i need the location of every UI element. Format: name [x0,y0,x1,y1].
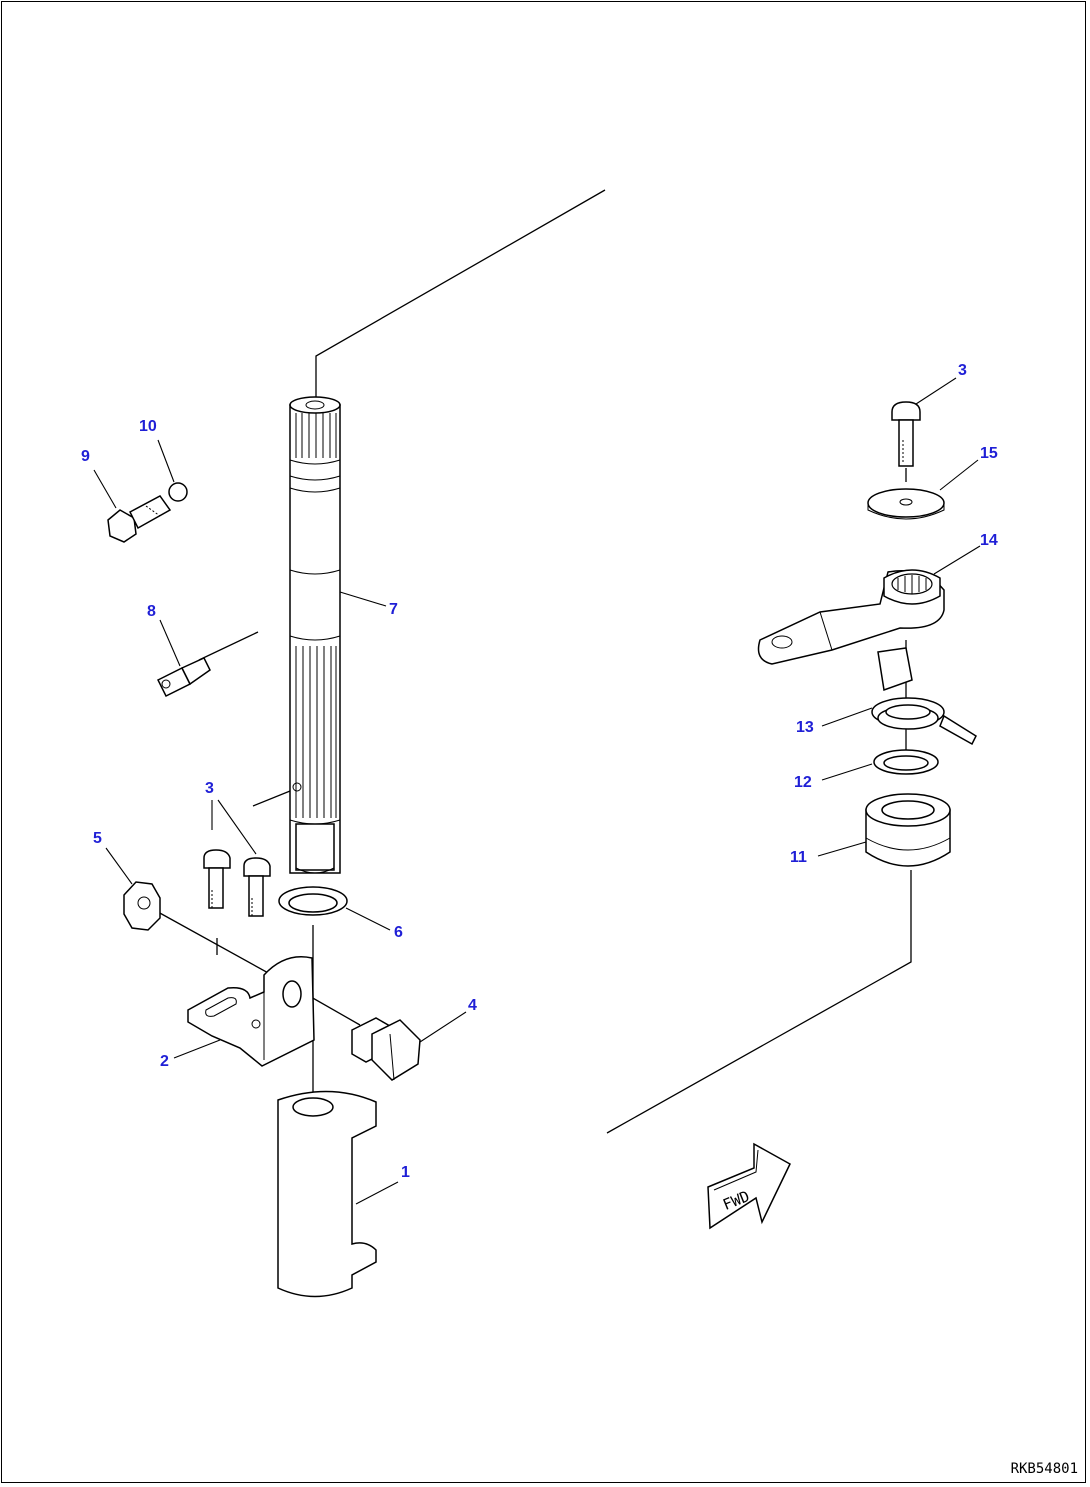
part-2-bracket [187,956,315,1067]
part-15-washer [867,488,945,520]
callout-15: 15 [980,445,998,462]
callout-11: 11 [790,849,807,866]
callout-14: 14 [980,532,998,549]
part-4-bolt [351,1017,421,1081]
part-5-nut [123,881,161,931]
part-3-bolts-left [203,849,271,917]
part-10-ball [168,482,188,502]
forward-direction-arrow: FWD [707,1142,791,1230]
callout-1: 1 [401,1164,410,1181]
part-8-screw [156,657,211,698]
part-6-ring [278,886,348,916]
callout-3-right: 3 [958,362,967,379]
callout-7: 7 [389,601,398,618]
callout-12: 12 [794,774,812,791]
callout-13: 13 [796,719,814,736]
callout-9: 9 [81,448,90,465]
part-3-bolt-right [891,401,921,467]
part-14-arm [757,569,945,665]
callout-3-left: 3 [205,780,214,797]
callout-numbers: 1 2 3 3 4 5 6 7 8 9 10 11 12 13 14 15 [81,362,998,1181]
callout-5: 5 [93,830,102,847]
callout-2: 2 [160,1053,169,1070]
part-9-bolt [107,495,172,543]
callout-6: 6 [394,924,403,941]
callout-8: 8 [147,603,156,620]
part-12-washer [873,749,939,775]
callout-4: 4 [468,997,477,1014]
part-7-shaft [289,396,341,874]
part-11-bushing [865,793,951,867]
part-1-column [277,1090,377,1298]
part-13-spring [871,647,977,746]
callout-leaders [93,377,981,1205]
drawing-code: RKB54801 [1010,1461,1078,1477]
callout-10: 10 [139,418,157,435]
